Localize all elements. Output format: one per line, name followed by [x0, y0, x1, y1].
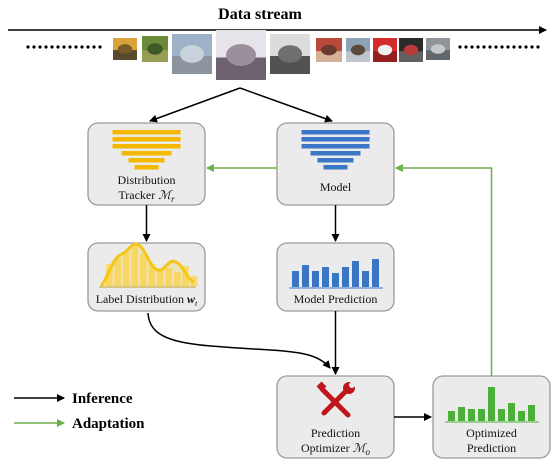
car-silver-thumb: [426, 38, 450, 60]
diagram-title: Data stream: [218, 6, 302, 23]
arrow-distribution-to-optimizer: [147, 312, 331, 369]
legend-adaptation-label: Adaptation: [72, 416, 145, 432]
stream-ellipsis-left: [26, 45, 102, 49]
legend-inference-label: Inference: [72, 391, 133, 407]
optimized-prediction-bars-icon: [445, 387, 539, 423]
optimizer-label-line1: Prediction: [311, 426, 360, 440]
airplane-thumb: [172, 34, 212, 74]
tracker-label-line2: Tracker ℳr: [118, 188, 175, 204]
label-distribution-icon: [99, 242, 198, 288]
tracker-funnel-icon: [112, 130, 181, 170]
model-label: Model: [320, 180, 352, 194]
arrow-stream-to-model: [239, 87, 333, 123]
optimized-label-line2: Prediction: [467, 441, 516, 455]
tracker-label-line1: Distribution: [117, 173, 175, 187]
truck-red-thumb: [316, 38, 342, 62]
arrow-optimized-to-model-adapt: [395, 164, 493, 376]
car-red-thumb: [373, 38, 397, 62]
car-yellow-thumb: [113, 38, 137, 60]
optimizer-label-line2: Optimizer ℳo: [301, 441, 371, 457]
label-distribution-label: Label Distribution wt: [96, 292, 198, 308]
optimized-label-line1: Optimized: [466, 426, 517, 440]
model-prediction-bars-icon: [289, 259, 383, 289]
car-dark-thumb: [399, 38, 423, 62]
model-prediction-label: Model Prediction: [294, 292, 378, 306]
dog-white-thumb: [216, 30, 266, 80]
plant-thumb: [142, 36, 168, 62]
stream-ellipsis-right: [458, 45, 540, 49]
data-stream-thumbnails: [113, 30, 450, 80]
arrow-stream-to-tracker: [149, 87, 241, 123]
model-funnel-icon: [301, 130, 370, 170]
car-white-thumb: [270, 34, 310, 74]
ship-thumb: [346, 38, 370, 62]
